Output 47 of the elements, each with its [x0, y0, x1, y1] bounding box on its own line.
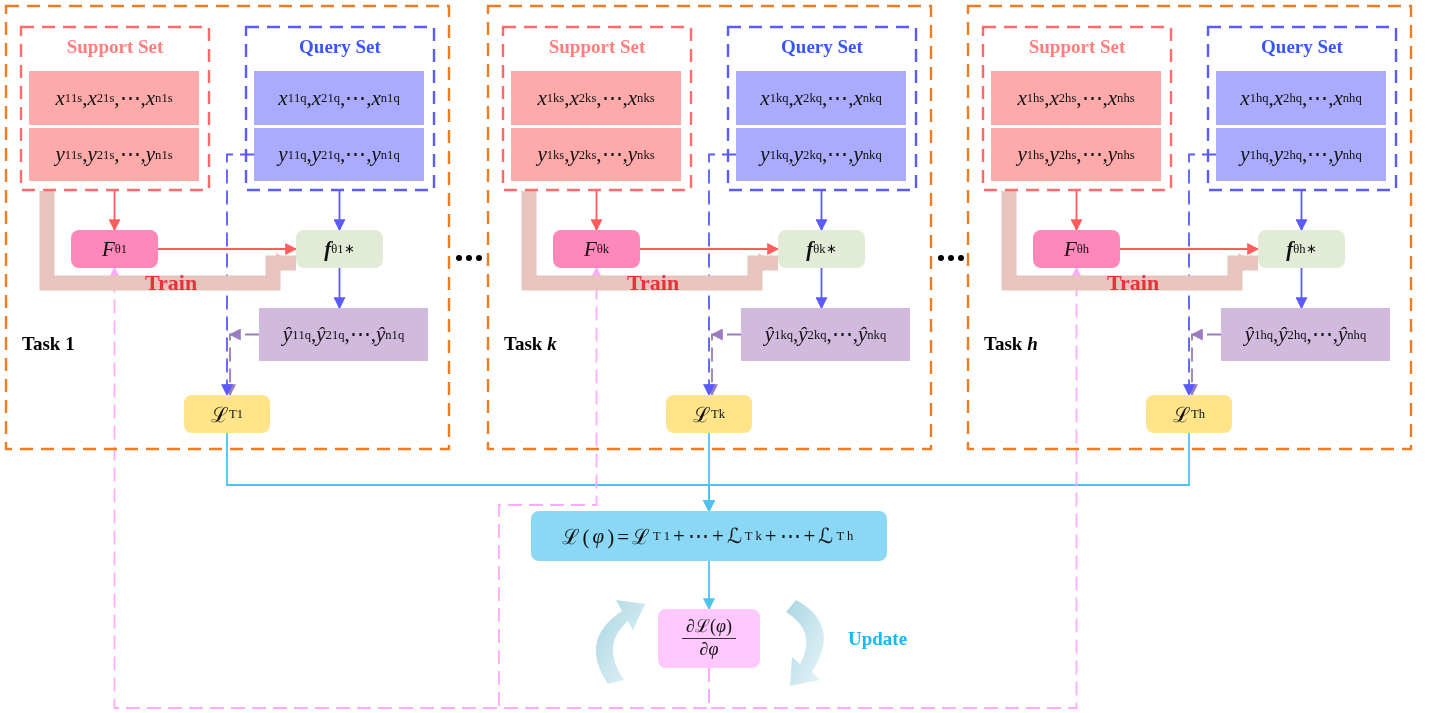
dashed-arrow	[708, 266, 1083, 709]
edge-label: Train	[1107, 270, 1160, 296]
query-set-panel	[1207, 26, 1397, 191]
edge-label: Train	[627, 270, 680, 296]
arrow	[639, 243, 780, 255]
query-set-panel	[727, 26, 917, 191]
panel-title: Support Set	[1027, 36, 1127, 58]
panel-title: Query Set	[780, 36, 864, 58]
arrow	[815, 267, 828, 310]
task-panel	[5, 5, 450, 450]
arrow	[157, 243, 298, 255]
block-arrow	[521, 191, 778, 291]
dashed-arrow	[221, 153, 255, 397]
edge-label: Train	[145, 270, 198, 296]
task-panel	[487, 5, 932, 450]
dashed-arrow	[703, 153, 737, 397]
panel-title: Query Set	[298, 36, 382, 58]
query-set-panel	[245, 26, 435, 191]
task-label: Task 1	[22, 333, 75, 355]
panel-title: Support Set	[547, 36, 647, 58]
arrow	[703, 432, 1190, 513]
fraction-numerator: ∂ℒ(φ)	[682, 616, 736, 639]
task-label: Task h	[984, 333, 1038, 355]
fraction-denominator: ∂φ	[698, 639, 720, 661]
arrow	[333, 190, 346, 232]
panel-title: Support Set	[65, 36, 165, 58]
arrow	[815, 190, 828, 232]
block-arrow	[39, 191, 296, 291]
block-arrow	[1001, 191, 1258, 291]
arrow	[590, 190, 603, 232]
support-set-panel	[502, 26, 692, 191]
arrow	[1295, 190, 1308, 232]
dashed-arrow	[1183, 153, 1217, 397]
task-panel	[967, 5, 1412, 450]
update-label: Update	[848, 628, 908, 650]
task-label: Task k	[504, 333, 557, 355]
arrow	[108, 190, 121, 232]
support-set-panel	[982, 26, 1172, 191]
arrow	[1295, 267, 1308, 310]
arrow	[333, 267, 346, 310]
gradient-box	[658, 609, 760, 668]
dashed-arrow	[498, 266, 710, 709]
panel-title: Query Set	[1260, 36, 1344, 58]
arrow	[703, 560, 715, 611]
support-set-panel	[20, 26, 210, 191]
arrow	[1119, 243, 1260, 255]
arrow	[1070, 190, 1083, 232]
